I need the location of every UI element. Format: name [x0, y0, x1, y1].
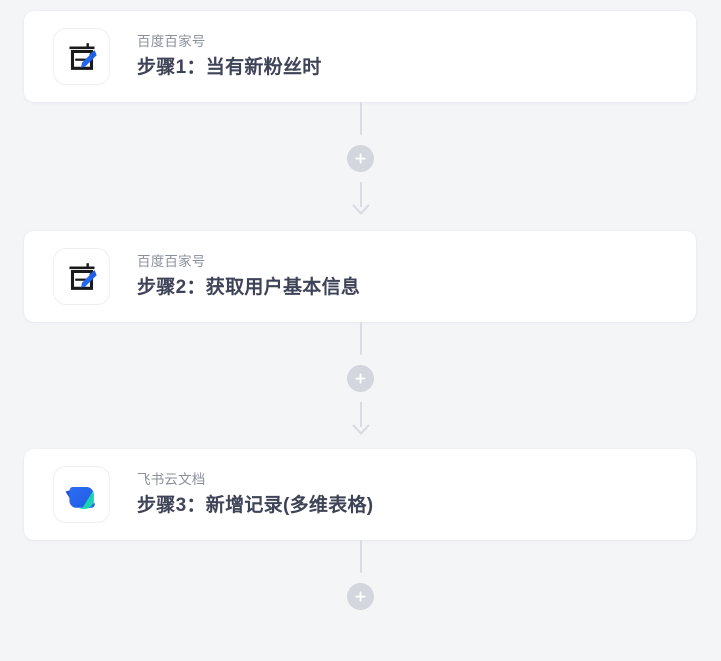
plus-icon	[355, 373, 366, 384]
connector-arrow-2	[350, 402, 372, 436]
feishu-docs-icon	[53, 466, 110, 523]
step-text-block: 百度百家号 步骤1：当有新粉丝时	[137, 33, 322, 81]
workflow-connector-1	[0, 102, 721, 216]
step-text-block: 百度百家号 步骤2：获取用户基本信息	[137, 253, 360, 301]
add-step-button-3[interactable]	[347, 583, 374, 610]
baidu-baijiahao-icon	[53, 248, 110, 305]
baidu-baijiahao-icon	[53, 28, 110, 85]
plus-icon	[355, 153, 366, 164]
step-title: 步骤2：获取用户基本信息	[137, 276, 361, 298]
connector-line-top	[359, 322, 362, 355]
workflow-step-card-3[interactable]: 飞书云文档 步骤3：新增记录(多维表格)	[24, 449, 696, 540]
workflow-step-card-1[interactable]: 百度百家号 步骤1：当有新粉丝时	[24, 11, 696, 102]
workflow-connector-2	[0, 322, 721, 436]
workflow-step-card-2[interactable]: 百度百家号 步骤2：获取用户基本信息	[24, 231, 696, 322]
plus-icon	[355, 591, 366, 602]
step-text-block: 飞书云文档 步骤3：新增记录(多维表格)	[137, 471, 373, 519]
connector-line-top	[359, 540, 362, 573]
add-step-button-2[interactable]	[347, 365, 374, 392]
step-app-name: 飞书云文档	[137, 471, 206, 487]
workflow-connector-3	[0, 540, 721, 620]
connector-line-top	[359, 102, 362, 135]
step-title: 步骤3：新增记录(多维表格)	[137, 494, 374, 516]
connector-arrow-1	[350, 182, 372, 216]
step-title: 步骤1：当有新粉丝时	[137, 56, 322, 78]
step-app-name: 百度百家号	[137, 33, 206, 49]
step-app-name: 百度百家号	[137, 253, 206, 269]
arrow-down-icon	[352, 182, 369, 215]
add-step-button-1[interactable]	[347, 145, 374, 172]
arrow-down-icon	[352, 402, 369, 435]
